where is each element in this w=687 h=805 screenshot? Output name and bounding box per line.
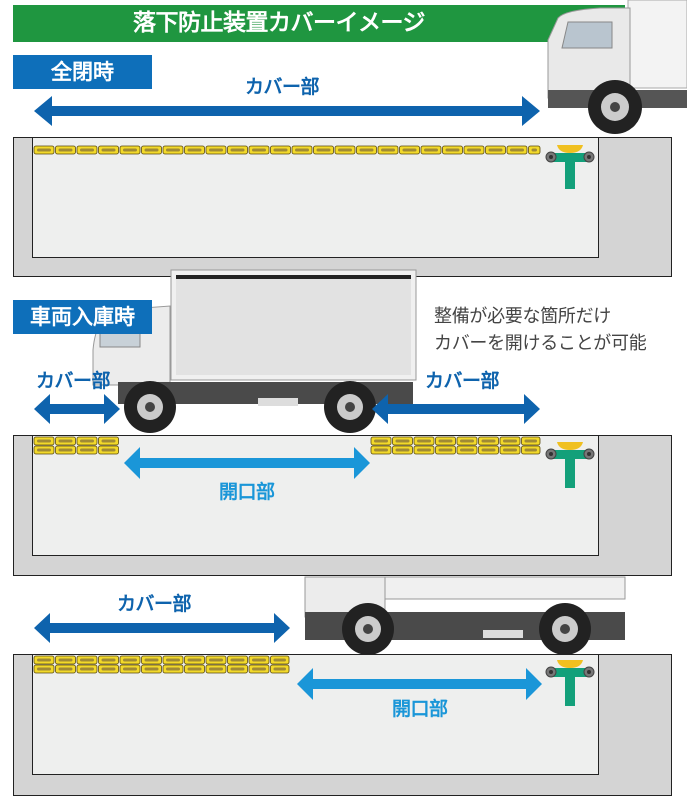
note-line-1: 整備が必要な箇所だけ — [434, 306, 611, 327]
note-text: 整備が必要な箇所だけ カバーを開けることが可能 — [434, 303, 647, 357]
cover-label: カバー部 — [245, 76, 320, 98]
diagram-title-text: 落下防止装置カバーイメージ — [132, 10, 426, 36]
pit-inner — [32, 137, 599, 258]
cover-label: カバー部 — [117, 593, 192, 615]
note-line-2: カバーを開けることが可能 — [434, 333, 647, 354]
diagram-title: 落下防止装置カバーイメージ — [13, 5, 625, 42]
truck-illustration — [547, 0, 687, 134]
cover-label-right: カバー部 — [425, 370, 500, 392]
truck-illustration — [92, 269, 417, 433]
state-label-vehicle-entry: 車両入庫時 — [13, 300, 152, 334]
cover-label-left: カバー部 — [36, 370, 111, 392]
pit-jack-icon — [545, 145, 595, 189]
truck-illustration — [304, 576, 626, 655]
opening-label: 開口部 — [392, 698, 448, 720]
state-label-fully-closed: 全閉時 — [13, 55, 152, 89]
pit-inner — [32, 654, 599, 775]
pit-inner — [32, 435, 599, 556]
pit-jack-icon — [545, 660, 595, 706]
pit-jack-icon — [545, 442, 595, 488]
cover-arrow-left — [34, 394, 120, 424]
cover-arrow-right — [372, 394, 540, 424]
opening-label: 開口部 — [219, 481, 275, 503]
